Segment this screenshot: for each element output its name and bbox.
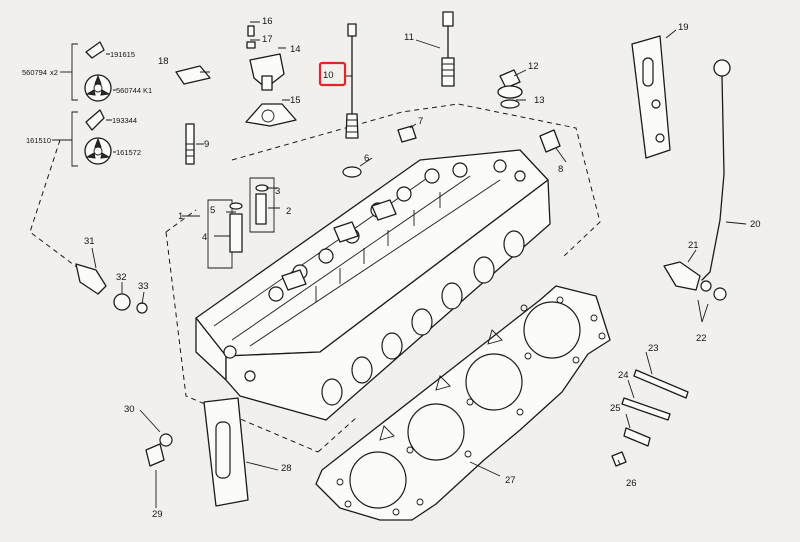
callout-20: 20 [750, 219, 761, 230]
oil-filler-cap [497, 69, 523, 109]
thermostat-housing [175, 25, 297, 127]
dipstick-tube [663, 59, 731, 301]
callout-4: 4 [202, 232, 207, 243]
core-plug-8 [539, 129, 561, 153]
part-number-label: 161510 [26, 136, 51, 145]
valve-kit-group: 191615 560794 x2 560744 K1 193344 161510… [22, 41, 152, 269]
cylinder-head [195, 149, 551, 421]
port-holes [321, 230, 525, 406]
part-number-label: 560744 [116, 86, 141, 95]
studs [611, 369, 689, 467]
callout-5: 5 [210, 205, 215, 216]
callout-8: 8 [558, 164, 563, 175]
part-number-label: 560794 [22, 68, 47, 77]
callout-9: 9 [204, 139, 209, 150]
part-number-label: 193344 [112, 116, 137, 125]
callout-32: 32 [116, 272, 127, 283]
callout-14: 14 [290, 44, 301, 55]
part-number-label: 191615 [110, 50, 135, 59]
leader-lines [91, 21, 747, 508]
valve-guides [185, 123, 275, 269]
callout-3: 3 [275, 186, 280, 197]
gasket-bolt-holes [336, 296, 606, 516]
callout-19: 19 [678, 22, 689, 33]
callout-2: 2 [286, 206, 291, 217]
outlet-gasket [203, 397, 249, 507]
callout-24: 24 [618, 370, 629, 381]
callout-7: 7 [418, 116, 423, 127]
callout-13: 13 [534, 95, 545, 106]
callout-31: 31 [84, 236, 95, 247]
temp-sender [75, 263, 148, 314]
assembly-outline [165, 103, 601, 453]
callout-23: 23 [648, 343, 659, 354]
callout-28: 28 [281, 463, 292, 474]
callout-11: 11 [404, 32, 414, 43]
collet-icon [85, 109, 105, 131]
callout-33: 33 [138, 281, 149, 292]
callout-27: 27 [505, 475, 516, 486]
quantity-label: x2 [50, 68, 58, 77]
callout-16: 16 [262, 16, 273, 27]
callout-12: 12 [528, 61, 539, 72]
highlight-box [318, 61, 347, 87]
part-suffix-label: K1 [143, 86, 152, 95]
callout-30: 30 [124, 404, 135, 415]
callout-18: 18 [158, 56, 169, 67]
collet-icon [85, 41, 105, 59]
part-number-label: 161572 [116, 148, 141, 157]
callout-21: 21 [688, 240, 699, 251]
callout-6: 6 [364, 153, 369, 164]
callout-17: 17 [262, 34, 273, 45]
lifting-bracket [631, 35, 671, 159]
push-rod-10 [345, 23, 359, 139]
callout-26: 26 [626, 478, 637, 489]
core-plug-7 [397, 125, 417, 143]
plug-6 [342, 166, 362, 178]
drain-plug [145, 433, 173, 467]
callout-22: 22 [696, 333, 707, 344]
callout-1: 1 [178, 211, 183, 222]
callout-10: 10 [323, 70, 334, 81]
spring-cap-icon [84, 74, 112, 102]
push-rod-11 [441, 11, 455, 87]
callout-25: 25 [610, 403, 621, 414]
callout-15: 15 [290, 95, 301, 106]
head-gasket [315, 285, 611, 521]
spring-cap-icon [84, 137, 112, 165]
callout-29: 29 [152, 509, 163, 520]
